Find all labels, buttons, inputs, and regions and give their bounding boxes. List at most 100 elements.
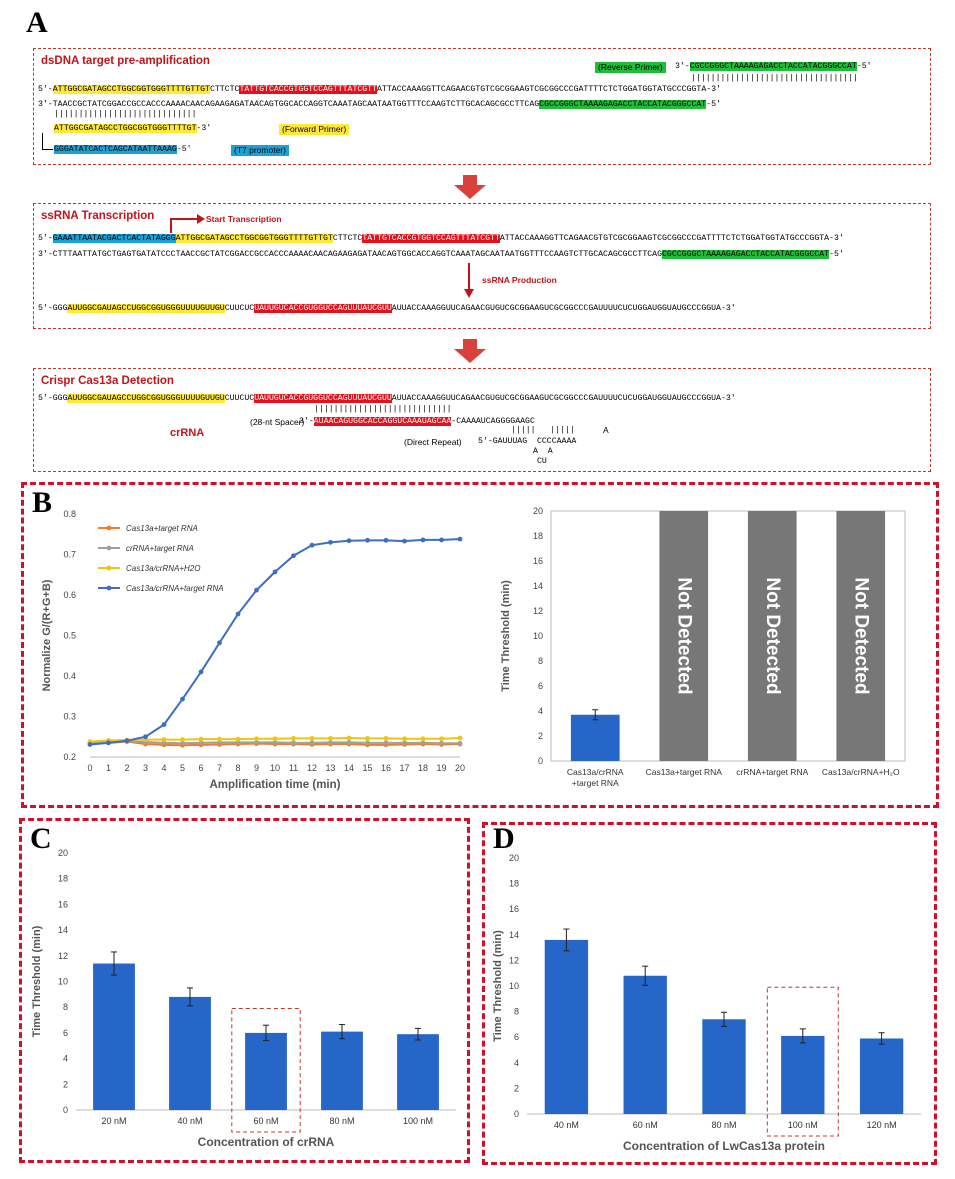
x-tick-label: 4 (161, 763, 166, 773)
bar (93, 963, 135, 1110)
x-tick-label: 14 (344, 763, 354, 773)
t7-promoter-seq: GGGATATCACTCAGCATAATTAAAG-5' (54, 145, 192, 154)
x-tick-label: 18 (418, 763, 428, 773)
direct-repeat-pairing: ||||| ||||| (511, 426, 575, 435)
series-point (383, 735, 389, 741)
crrna-label: crRNA (170, 427, 205, 439)
category-label: 80 nM (711, 1120, 736, 1130)
y-tick-label: 0.2 (63, 752, 76, 762)
series-point (383, 740, 389, 746)
y-tick-label: 16 (58, 899, 68, 909)
bar (321, 1031, 363, 1110)
y-tick-label: 6 (514, 1032, 519, 1042)
category-label: crRNA+target RNA (736, 767, 808, 777)
x-tick-label: 0 (87, 763, 92, 773)
x-tick-label: 10 (270, 763, 280, 773)
x-axis-label: Concentration of LwCas13a protein (623, 1139, 825, 1153)
y-tick-label: 0 (63, 1105, 68, 1115)
loop-aa: A A (533, 447, 553, 456)
dsdna-top-strand: 5'-ATTGGCGATAGCCTGGCGGTGGGTTTTGTTGTCTTCT… (38, 85, 721, 94)
series-point (198, 740, 204, 746)
category-label: Cas13a/crRNA+H₂O (822, 767, 900, 777)
section-transcription-title: ssRNA Transcription (41, 210, 155, 222)
x-tick-label: 15 (362, 763, 372, 773)
category-label: 80 nM (329, 1116, 354, 1126)
y-tick-label: 18 (509, 879, 519, 889)
start-transcription-arrow (170, 214, 205, 233)
y-tick-label: 2 (538, 731, 543, 741)
y-tick-label: 10 (58, 977, 68, 987)
flow-arrow-2 (454, 339, 486, 363)
section-transcription-box: ssRNA Transcription Start Transcription … (33, 203, 931, 329)
x-axis-label: Concentration of crRNA (198, 1135, 335, 1149)
y-tick-label: 0.4 (63, 671, 76, 681)
series-point (328, 740, 333, 745)
series-point (439, 740, 444, 746)
x-tick-label: 13 (325, 763, 335, 773)
direct-repeat-seq: 5'-GAUUUAG CCCCAAAA (478, 437, 577, 446)
y-tick-label: 10 (533, 631, 543, 641)
x-axis-label: Amplification time (min) (210, 779, 341, 791)
series-point (402, 740, 407, 746)
series-point (106, 740, 111, 746)
legend-swatch-marker (106, 545, 112, 551)
y-axis-label: Time Threshold (min) (492, 930, 504, 1042)
bar (570, 714, 620, 761)
dsdna-bottom-strand: 3'-TAACCGCTATCGGACCGCCACCCAAAACAACAGAAGA… (38, 100, 721, 109)
y-tick-label: 20 (58, 848, 68, 858)
y-tick-label: 4 (63, 1054, 68, 1064)
bar (859, 1038, 904, 1114)
x-tick-label: 17 (399, 763, 409, 773)
series-point (309, 735, 315, 741)
series-point (143, 734, 148, 740)
series-point (180, 740, 185, 746)
section-dsdna-title: dsDNA target pre-amplification (41, 55, 210, 67)
t7-connector (42, 133, 53, 150)
y-tick-label: 12 (58, 951, 68, 961)
category-label: 40 nM (177, 1116, 202, 1126)
series-point (272, 569, 278, 575)
category-label: 100 nM (788, 1120, 818, 1130)
x-tick-label: 8 (235, 763, 240, 773)
panel-letter-b: B (32, 486, 53, 519)
series-point (291, 740, 296, 746)
y-tick-label: 4 (538, 706, 543, 716)
series-point (272, 740, 278, 745)
transcription-bottom-strand: 3'-CTTTAATTATGCTGAGTGATATCCCTAACCGCTATCG… (38, 250, 844, 259)
panel-letter-a: A (26, 6, 48, 39)
bar (781, 1035, 825, 1114)
category-label: Cas13a/crRNA (567, 767, 624, 777)
x-tick-label: 9 (254, 763, 259, 773)
y-tick-label: 14 (533, 581, 543, 591)
x-tick-label: 6 (198, 763, 203, 773)
x-tick-label: 11 (289, 763, 298, 773)
bar (623, 975, 667, 1114)
series-point (272, 736, 278, 742)
series-point (420, 537, 426, 543)
loop-cu: CU (537, 457, 547, 466)
y-tick-label: 18 (533, 531, 543, 541)
bar (245, 1032, 287, 1110)
category-label: 20 nM (101, 1116, 126, 1126)
series-point (439, 736, 444, 742)
legend-swatch-marker (106, 525, 112, 531)
legend-label: crRNA+target RNA (126, 544, 194, 553)
y-tick-label: 8 (538, 656, 543, 666)
panel-b-box (21, 482, 939, 808)
series-point (402, 538, 407, 544)
x-tick-label: 16 (381, 763, 391, 773)
series-point (198, 736, 204, 742)
y-tick-label: 0.6 (63, 590, 76, 600)
forward-primer-tag: (Forward Primer) (279, 124, 350, 135)
spacer-pairing: |||||||||||||||||||||||||||| (314, 405, 452, 414)
start-transcription-label: Start Transcription (206, 214, 282, 224)
x-tick-label: 19 (436, 763, 446, 773)
legend-label: Cas13a/crRNA+target RNA (126, 584, 224, 593)
legend-swatch-marker (106, 585, 112, 591)
series-point (217, 736, 222, 742)
reverse-primer-seq: 3'-CGCCGGGCTAAAAGAGACCTACCATACGGGCCAT-5' (675, 62, 872, 71)
flow-arrow-1 (454, 175, 486, 199)
